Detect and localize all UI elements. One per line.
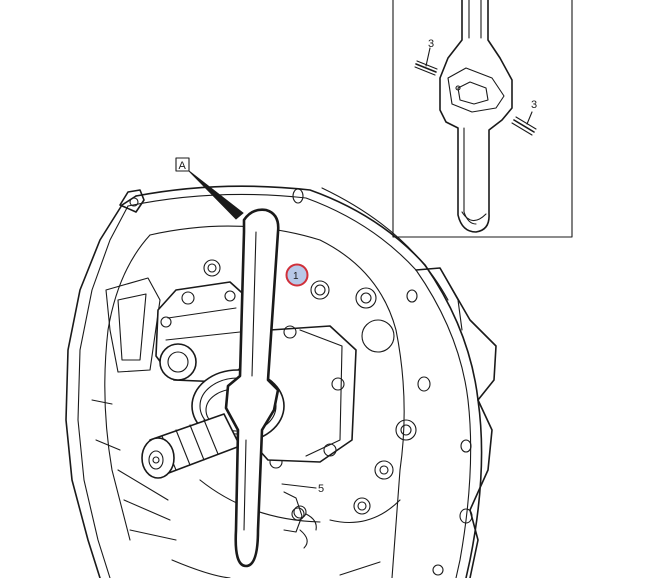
inset-frame (392, 0, 573, 238)
callout-part-1[interactable]: 1 (285, 263, 309, 287)
label-part-5: 5 (318, 483, 324, 495)
inset-pin-right (511, 111, 537, 136)
inset-detail: 3 3 (392, 0, 573, 238)
leader-part-5 (281, 483, 317, 489)
label-pin-left: 3 (428, 38, 434, 50)
label-part-1: 1 (293, 271, 299, 282)
view-a-box (175, 157, 190, 172)
release-assembly (141, 208, 357, 568)
highlight-ring[interactable] (285, 263, 309, 287)
inset-pin-left (414, 47, 438, 76)
inner-bosses (203, 259, 417, 519)
rim-bolt-holes (292, 188, 473, 576)
clutch-fork-lever (224, 208, 280, 568)
label-view-a: A (179, 160, 187, 172)
inset-tool (439, 0, 513, 233)
clutch-housing (65, 185, 497, 578)
label-pin-right: 3 (531, 99, 537, 111)
